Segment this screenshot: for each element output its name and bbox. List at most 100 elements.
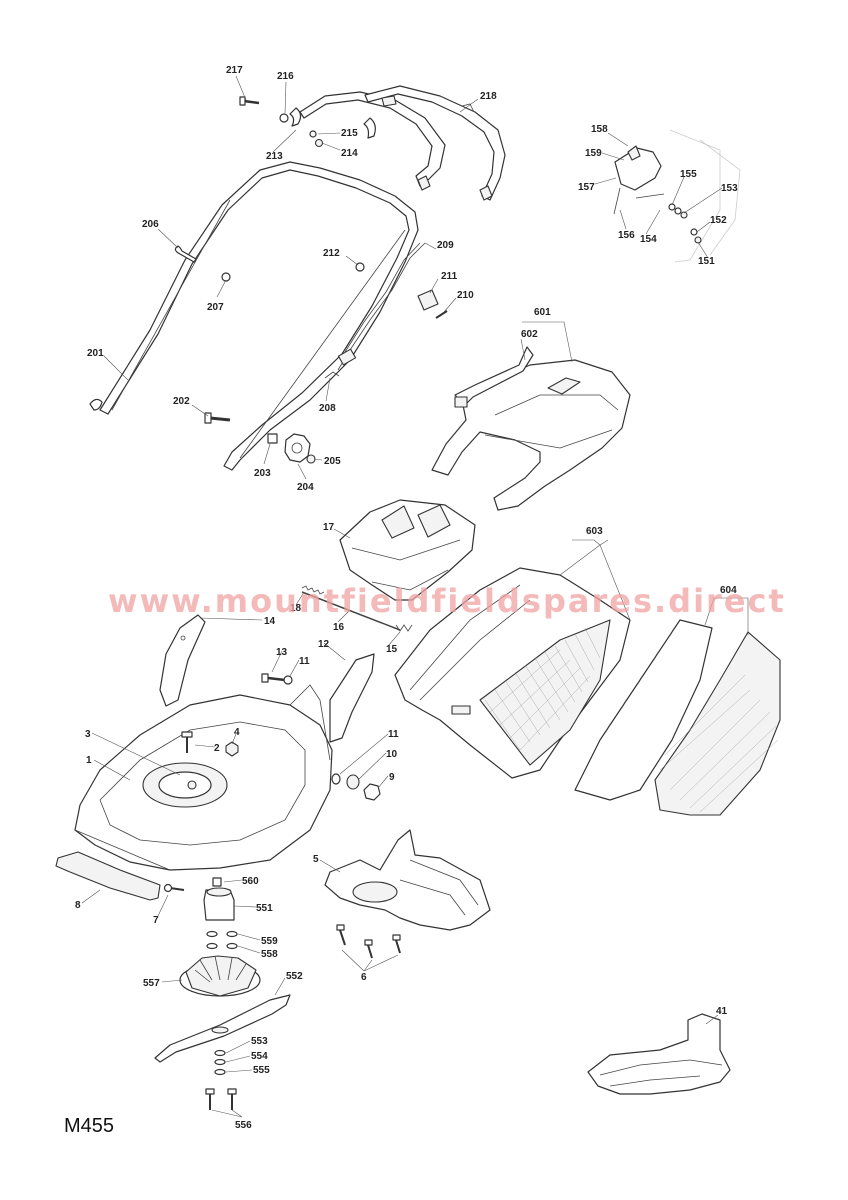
label-212: 212 [323, 248, 340, 259]
label-205: 205 [324, 456, 341, 467]
label-11a: 11 [299, 656, 310, 667]
label-207: 207 [207, 302, 224, 313]
nut-4 [225, 741, 239, 757]
bolt-217 [239, 96, 260, 106]
lower-handle-201 [89, 161, 419, 471]
nut-214 [314, 138, 324, 148]
bag-mesh [484, 627, 601, 751]
label-218: 218 [480, 91, 497, 102]
label-9: 9 [389, 772, 395, 783]
label-209: 209 [437, 240, 454, 251]
lever-assembly-150 [613, 129, 741, 263]
label-208: 208 [319, 403, 336, 414]
bag-liner-604 [574, 619, 781, 816]
label-555: 555 [253, 1065, 270, 1076]
label-211: 211 [441, 271, 458, 282]
spacer-10 [346, 774, 360, 790]
nut-9 [363, 783, 381, 801]
label-8: 8 [75, 900, 81, 911]
bracket-12 [329, 653, 375, 743]
label-152: 152 [710, 215, 727, 226]
label-156: 156 [618, 230, 635, 241]
clip-206 [174, 245, 197, 263]
bolt-2 [181, 731, 193, 753]
label-157: 157 [578, 182, 595, 193]
label-206: 206 [142, 219, 159, 230]
label-556: 556 [235, 1120, 252, 1131]
label-602: 602 [521, 329, 538, 340]
label-604: 604 [720, 585, 737, 596]
upper-handle-218 [289, 85, 506, 201]
bracket-211 [417, 289, 439, 311]
label-159: 159 [585, 148, 602, 159]
label-216: 216 [277, 71, 294, 82]
label-16: 16 [333, 622, 345, 633]
washer-215 [309, 130, 317, 138]
deck-1 [74, 684, 333, 871]
label-202: 202 [173, 396, 190, 407]
label-7: 7 [153, 915, 159, 926]
bolt-203 [267, 433, 278, 444]
label-41: 41 [716, 1006, 728, 1017]
label-153: 153 [721, 183, 738, 194]
nut-216 [279, 113, 289, 123]
label-1: 1 [86, 755, 92, 766]
label-217: 217 [226, 65, 243, 76]
spring-18 [301, 585, 325, 595]
bolt-7 [163, 883, 185, 893]
rod-16 [301, 591, 401, 631]
washer-11b [331, 773, 341, 785]
label-552: 552 [286, 971, 303, 982]
label-214: 214 [341, 148, 358, 159]
label-201: 201 [87, 348, 104, 359]
label-151: 151 [698, 256, 715, 267]
washer-205 [306, 454, 316, 464]
label-601: 601 [534, 307, 551, 318]
label-560: 560 [242, 876, 259, 887]
blade-552 [154, 994, 291, 1063]
label-6: 6 [361, 972, 367, 983]
label-12: 12 [318, 639, 330, 650]
label-603: 603 [586, 526, 603, 537]
label-10: 10 [386, 749, 398, 760]
label-559: 559 [261, 936, 278, 947]
label-154: 154 [640, 234, 657, 245]
label-13: 13 [276, 647, 288, 658]
label-554: 554 [251, 1051, 268, 1062]
part-labels: 217 216 218 215 213 214 206 212 209 211 … [75, 65, 738, 1131]
cable-209 [324, 242, 426, 379]
screw-13 [261, 673, 286, 683]
washers-553-555 [214, 1049, 226, 1076]
label-3: 3 [85, 729, 91, 740]
label-558: 558 [261, 949, 278, 960]
label-215: 215 [341, 128, 358, 139]
rear-cover-17 [339, 499, 476, 601]
label-4: 4 [234, 727, 240, 738]
leader-lines [81, 75, 749, 1118]
watermark: www.mountfieldfieldspares.direct [108, 582, 786, 620]
label-155: 155 [680, 169, 697, 180]
model-code: M455 [64, 1115, 114, 1137]
bolts-556 [205, 1088, 237, 1110]
label-14: 14 [264, 616, 276, 627]
baffle-5 [324, 829, 491, 931]
spring-15 [395, 624, 413, 632]
screws-6 [336, 924, 401, 959]
washer-11a [283, 675, 293, 685]
label-557: 557 [143, 978, 160, 989]
label-210: 210 [457, 290, 474, 301]
bumper-8 [55, 851, 161, 901]
label-551: 551 [256, 903, 273, 914]
fan-557 [179, 955, 261, 997]
label-213: 213 [266, 151, 283, 162]
knob-204 [284, 433, 311, 463]
bolt-202 [204, 412, 231, 424]
label-203: 203 [254, 468, 271, 479]
label-5: 5 [313, 854, 319, 865]
label-158: 158 [591, 124, 608, 135]
label-11b: 11 [388, 729, 399, 740]
label-15: 15 [386, 644, 398, 655]
label-17: 17 [323, 522, 335, 533]
grass-bag-top-601 [431, 346, 631, 511]
